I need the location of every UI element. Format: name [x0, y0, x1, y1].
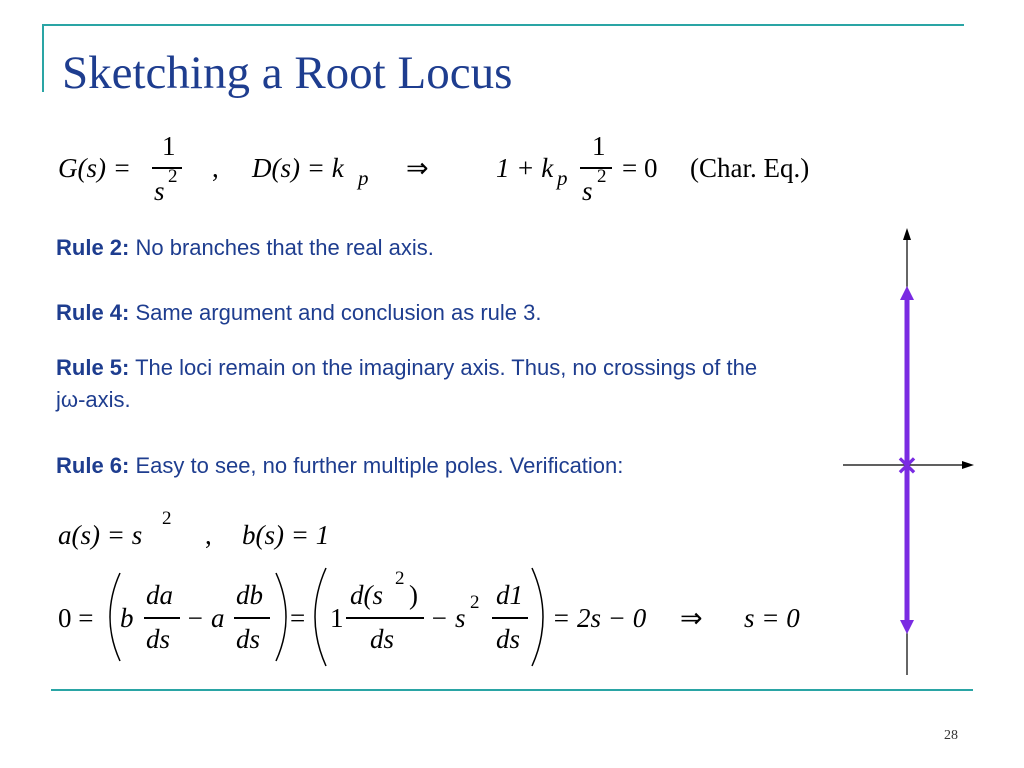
- frac1-bar: [144, 617, 180, 619]
- rule-4-text: Same argument and conclusion as rule 3.: [129, 300, 542, 325]
- left-paren-2: [314, 567, 327, 667]
- frame-bottom-line: [51, 689, 973, 691]
- g-lhs: G(s) =: [58, 153, 131, 183]
- minus-a: − a: [186, 603, 225, 633]
- char-denominator: s: [582, 176, 593, 206]
- rule-6: Rule 6: Easy to see, no further multiple…: [56, 450, 623, 482]
- rule-2-label: Rule 2:: [56, 235, 130, 260]
- s-exponent: 2: [470, 592, 480, 613]
- locus-arrow-down-icon: [900, 620, 914, 634]
- result-term: = 2s − 0: [552, 603, 647, 633]
- left-paren-1: [109, 572, 121, 662]
- b-term: b: [120, 603, 134, 633]
- g-denominator: s: [154, 176, 165, 206]
- locus-arrow-up-icon: [900, 286, 914, 300]
- frame-top-line: [42, 24, 964, 26]
- a-exponent: 2: [162, 508, 172, 529]
- rule-2: Rule 2: No branches that the real axis.: [56, 232, 434, 264]
- b-equation: b(s) = 1: [242, 520, 330, 550]
- char-eq-label: (Char. Eq.): [690, 153, 810, 183]
- g-exponent: 2: [168, 166, 178, 187]
- g-numerator: 1: [162, 131, 176, 161]
- arrow-up-icon: [903, 228, 911, 240]
- frac1-numerator: da: [146, 580, 173, 610]
- frac3-exponent: 2: [395, 568, 405, 589]
- frac4-bar: [492, 617, 528, 619]
- root-locus-diagram: ×: [843, 228, 974, 675]
- char-rhs: = 0: [622, 153, 658, 183]
- slide-title: Sketching a Root Locus: [62, 47, 513, 99]
- solution-term: s = 0: [744, 603, 800, 633]
- implies-2: ⇒: [680, 603, 703, 633]
- frac4-numerator: d1: [496, 580, 523, 610]
- d-subscript: p: [358, 166, 369, 190]
- minus-s: − s: [430, 603, 466, 633]
- rule-6-label: Rule 6:: [56, 453, 130, 478]
- a-equation: a(s) = s: [58, 520, 143, 550]
- char-numerator: 1: [592, 131, 606, 161]
- zero-eq: 0 =: [58, 603, 94, 633]
- one-term: 1: [330, 603, 344, 633]
- frac3-close: ): [409, 580, 418, 610]
- frac3-bar: [346, 617, 424, 619]
- rule-5-text: The loci remain on the imaginary axis. T…: [56, 355, 758, 412]
- comma-1: ,: [212, 153, 219, 183]
- page-number: 28: [944, 728, 958, 743]
- frac3-denominator: ds: [370, 624, 395, 654]
- frac2-denominator: ds: [236, 624, 261, 654]
- rule-6-text: Easy to see, no further multiple poles. …: [129, 453, 624, 478]
- frac3-numerator: d(s: [350, 580, 383, 610]
- comma-2: ,: [205, 520, 212, 550]
- char-exponent: 2: [597, 166, 607, 187]
- rule-5: Rule 5: The loci remain on the imaginary…: [56, 352, 776, 416]
- frac2-numerator: db: [236, 580, 263, 610]
- implies-1: ⇒: [406, 153, 429, 183]
- char-lhs: 1 + k: [496, 153, 554, 183]
- pole-cross-icon: ×: [895, 448, 918, 481]
- arrow-right-icon: [962, 461, 974, 469]
- rule-4: Rule 4: Same argument and conclusion as …: [56, 297, 541, 329]
- char-subscript: p: [557, 166, 568, 190]
- rule-2-text: No branches that the real axis.: [129, 235, 434, 260]
- rule-5-label: Rule 5:: [56, 355, 130, 380]
- frac4-denominator: ds: [496, 624, 521, 654]
- right-paren-1: [275, 572, 287, 662]
- frac1-denominator: ds: [146, 624, 171, 654]
- frac2-bar: [234, 617, 270, 619]
- d-equation: D(s) = k: [252, 153, 344, 183]
- g-fraction-bar: [152, 167, 182, 169]
- right-paren-2: [531, 567, 544, 667]
- char-fraction-bar: [580, 167, 612, 169]
- rule-4-label: Rule 4:: [56, 300, 130, 325]
- frame-left-line: [42, 24, 44, 92]
- equals-mid: =: [290, 603, 306, 633]
